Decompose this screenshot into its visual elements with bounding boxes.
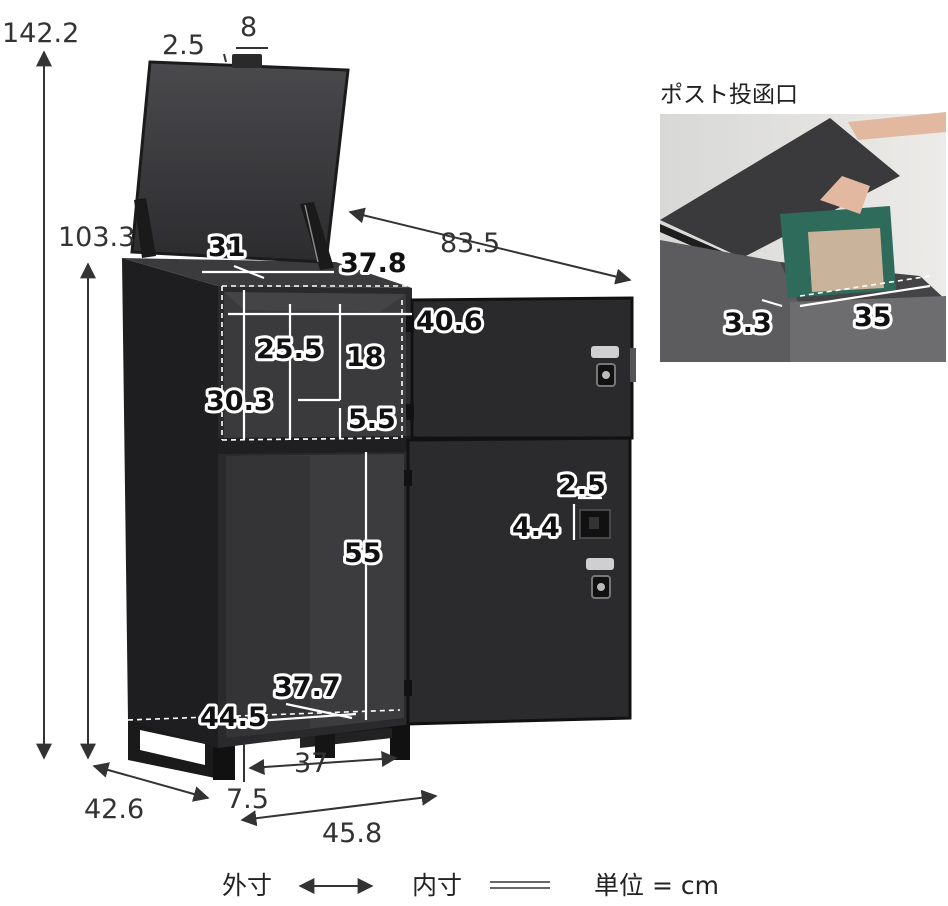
key-slot-height-label: 4.4 <box>512 512 560 543</box>
slot-width-label: 35 <box>854 302 892 333</box>
upper-height-front-label: 18 <box>346 342 384 373</box>
handle-thickness-label: 2.5 <box>162 30 205 61</box>
lid <box>130 54 350 270</box>
lower-lock-icon <box>586 558 614 599</box>
handle-width-label: 8 <box>240 12 257 43</box>
upper-height-back-label: 30.3 <box>206 386 273 417</box>
inner-dimension-lines <box>127 264 602 726</box>
legend-inner-swatch <box>490 881 550 889</box>
lower-width-label: 37.7 <box>274 672 341 703</box>
legend-unit-label: 単位 = cm <box>594 871 719 900</box>
lower-height-label: 55 <box>344 538 382 569</box>
inner-dimension-labels: 31 37.8 40.6 25.5 18 30.3 5.5 55 37.7 44… <box>197 229 609 736</box>
side-panel <box>122 258 218 748</box>
upper-compartment <box>224 292 406 440</box>
width-label: 45.8 <box>322 818 382 849</box>
total-height-label: 142.2 <box>2 18 79 49</box>
outer-dimension-lines <box>36 47 632 827</box>
key-slot-width-label: 2.5 <box>558 470 606 501</box>
body-height-label: 103.3 <box>58 222 135 253</box>
legend-outer-label: 外寸 <box>222 871 272 900</box>
upper-depth-inner-label: 25.5 <box>256 334 323 365</box>
lower-depth-label: 44.5 <box>200 702 267 733</box>
upper-door <box>406 296 636 440</box>
lid-handle <box>232 54 262 68</box>
envelope-icon <box>780 206 896 298</box>
inset-title: ポスト投函口 <box>660 82 798 108</box>
leg-height-label: 7.5 <box>226 784 269 815</box>
legend-inner-label: 内寸 <box>412 871 462 900</box>
leg-width-label: 37 <box>294 748 328 779</box>
depth-label: 42.6 <box>84 794 144 825</box>
shelf-gap-label: 5.5 <box>348 404 396 435</box>
outer-dimension-labels: 142.2 103.3 83.5 42.6 45.8 7.5 37 2.5 8 <box>2 12 500 849</box>
upper-depth-label: 40.6 <box>416 306 483 337</box>
upper-lock-icon <box>591 346 619 387</box>
lid-depth-label: 83.5 <box>440 228 500 259</box>
inset-photo: ポスト投函口 3.3 35 <box>660 82 946 362</box>
upper-width-front-label: 37.8 <box>340 248 407 279</box>
legend: 外寸 内寸 単位 = cm <box>222 871 719 900</box>
upper-width-back-label: 31 <box>208 232 246 263</box>
key-slot-icon <box>579 509 611 539</box>
slot-height-label: 3.3 <box>724 308 772 339</box>
